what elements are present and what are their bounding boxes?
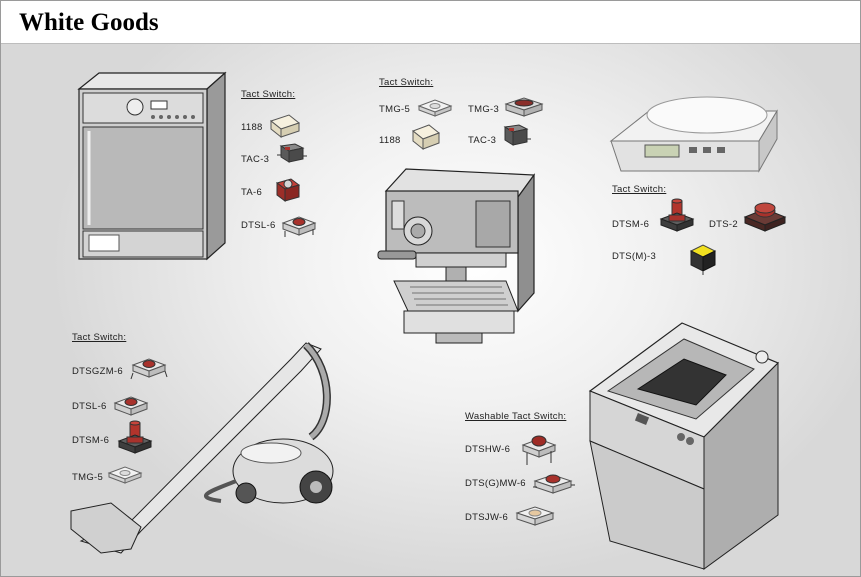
switch-dtsm3-icon [689, 244, 717, 275]
washing-machine-illustration [588, 322, 780, 570]
switch-ta6-icon [275, 178, 301, 202]
dishwasher-label-dtsl6: DTSL-6 [241, 220, 276, 231]
coffee-label-1188: 1188 [379, 135, 401, 146]
vacuum-label-tmg5: TMG-5 [72, 472, 104, 483]
dishwasher-switch-header: Tact Switch: [241, 89, 296, 100]
switch-tac3-coffee-icon [503, 124, 531, 146]
vacuum-cleaner-illustration [70, 342, 334, 554]
vacuum-label-dtsm6: DTSM-6 [72, 435, 110, 446]
washer-label-dtshw6: DTSHW-6 [465, 444, 511, 455]
switch-dtsjw6-icon [515, 506, 555, 526]
scale-label-dtsm3: DTS(M)-3 [612, 251, 657, 262]
switch-tmg5-icon [417, 99, 453, 117]
scale-label-dtsm6: DTSM-6 [612, 219, 650, 230]
switch-tac3-icon [277, 143, 307, 163]
switch-tmg5-vacuum-icon [107, 466, 143, 484]
washer-label-dtsjw6: DTSJW-6 [465, 512, 509, 523]
vacuum-label-dtsl6: DTSL-6 [72, 401, 107, 412]
scale-switch-header: Tact Switch: [612, 184, 667, 195]
switch-dtsl6-icon [281, 216, 317, 237]
vacuum-label-dtsgzm6: DTSGZM-6 [72, 366, 123, 377]
switch-1188-icon [269, 114, 301, 139]
switch-dts2-icon [743, 202, 787, 232]
dishwasher-illustration [77, 71, 227, 261]
title-bar: White Goods [1, 1, 860, 44]
switch-tmg3-icon [504, 97, 544, 117]
coffee-label-tmg3: TMG-3 [468, 104, 500, 115]
coffee-machine-illustration [377, 168, 536, 344]
washer-switch-header: Washable Tact Switch: [465, 411, 567, 422]
coffee-switch-header: Tact Switch: [379, 77, 434, 88]
switch-dtsgzm6-icon [130, 358, 168, 380]
switch-1188-coffee-icon [412, 124, 440, 151]
washer-label-dtsgmw6: DTS(G)MW-6 [465, 478, 526, 489]
coffee-label-tac3: TAC-3 [468, 135, 497, 146]
switch-dtsm6-scale-icon [659, 198, 695, 232]
switch-dtsm6-vacuum-icon [117, 420, 153, 454]
switch-dtsgmw6-icon [533, 474, 575, 494]
switch-dtshw6-icon [521, 435, 557, 465]
page-title: White Goods [19, 9, 159, 36]
coffee-label-tmg5: TMG-5 [379, 104, 411, 115]
dishwasher-label-ta6: TA-6 [241, 187, 263, 198]
dishwasher-label-tac3: TAC-3 [241, 154, 270, 165]
vacuum-switch-header: Tact Switch: [72, 332, 127, 343]
dishwasher-label-1188: 1188 [241, 122, 263, 133]
kitchen-scale-illustration [609, 96, 778, 173]
switch-dtsl6-vacuum-icon [113, 396, 149, 416]
scale-label-dts2: DTS-2 [709, 219, 738, 230]
